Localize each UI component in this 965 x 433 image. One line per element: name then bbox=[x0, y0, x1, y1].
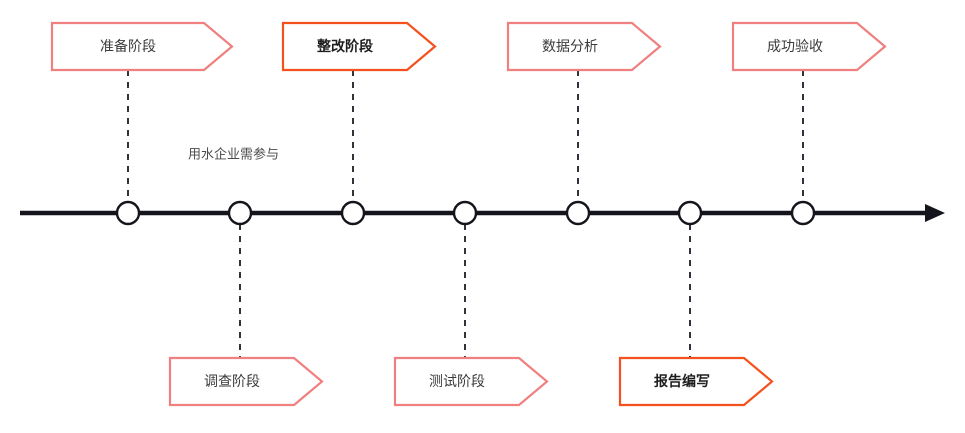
phase-box-b3[interactable]: 数据分析 bbox=[506, 21, 662, 72]
phase-box-label-b1: 准备阶段 bbox=[100, 38, 156, 54]
phase-box-b5[interactable]: 调查阶段 bbox=[168, 356, 324, 407]
connector-lines-group bbox=[127, 70, 804, 358]
phase-box-shape-b4 bbox=[731, 21, 887, 72]
timeline-node-marker-n5[interactable] bbox=[565, 200, 591, 226]
phase-box-b6[interactable]: 测试阶段 bbox=[393, 356, 549, 407]
timeline-node-markers-group bbox=[115, 200, 816, 226]
annotations-group: 用水企业需参与 bbox=[188, 146, 279, 161]
phase-box-label-b3: 数据分析 bbox=[542, 38, 598, 54]
timeline-node-marker-n1[interactable] bbox=[115, 200, 141, 226]
timeline-node-marker-n3[interactable] bbox=[340, 200, 366, 226]
timeline-node-marker-n7[interactable] bbox=[790, 200, 816, 226]
phase-box-shape-b7 bbox=[618, 356, 774, 407]
phase-box-label-b6: 测试阶段 bbox=[429, 373, 485, 389]
phase-box-label-b7: 报告编写 bbox=[654, 373, 710, 389]
phase-box-label-b2: 整改阶段 bbox=[316, 38, 373, 54]
phase-box-b1[interactable]: 准备阶段 bbox=[50, 21, 234, 72]
phase-box-b2[interactable]: 整改阶段 bbox=[281, 21, 437, 72]
phase-box-shape-b5 bbox=[168, 356, 324, 407]
timeline-node-marker-n6[interactable] bbox=[677, 200, 703, 226]
phase-box-shape-b1 bbox=[50, 21, 234, 72]
phase-box-b7[interactable]: 报告编写 bbox=[618, 356, 774, 407]
timeline-arrow-icon bbox=[925, 204, 945, 222]
phase-box-shape-b6 bbox=[393, 356, 549, 407]
phase-box-label-b5: 调查阶段 bbox=[204, 373, 260, 389]
timeline-node-marker-n2[interactable] bbox=[227, 200, 253, 226]
phase-box-b4[interactable]: 成功验收 bbox=[731, 21, 887, 72]
timeline-node-marker-n4[interactable] bbox=[452, 200, 478, 226]
phase-box-shape-b2 bbox=[281, 21, 437, 72]
phase-box-label-b4: 成功验收 bbox=[767, 38, 823, 54]
annotation-a1: 用水企业需参与 bbox=[188, 146, 279, 161]
phase-box-shape-b3 bbox=[506, 21, 662, 72]
